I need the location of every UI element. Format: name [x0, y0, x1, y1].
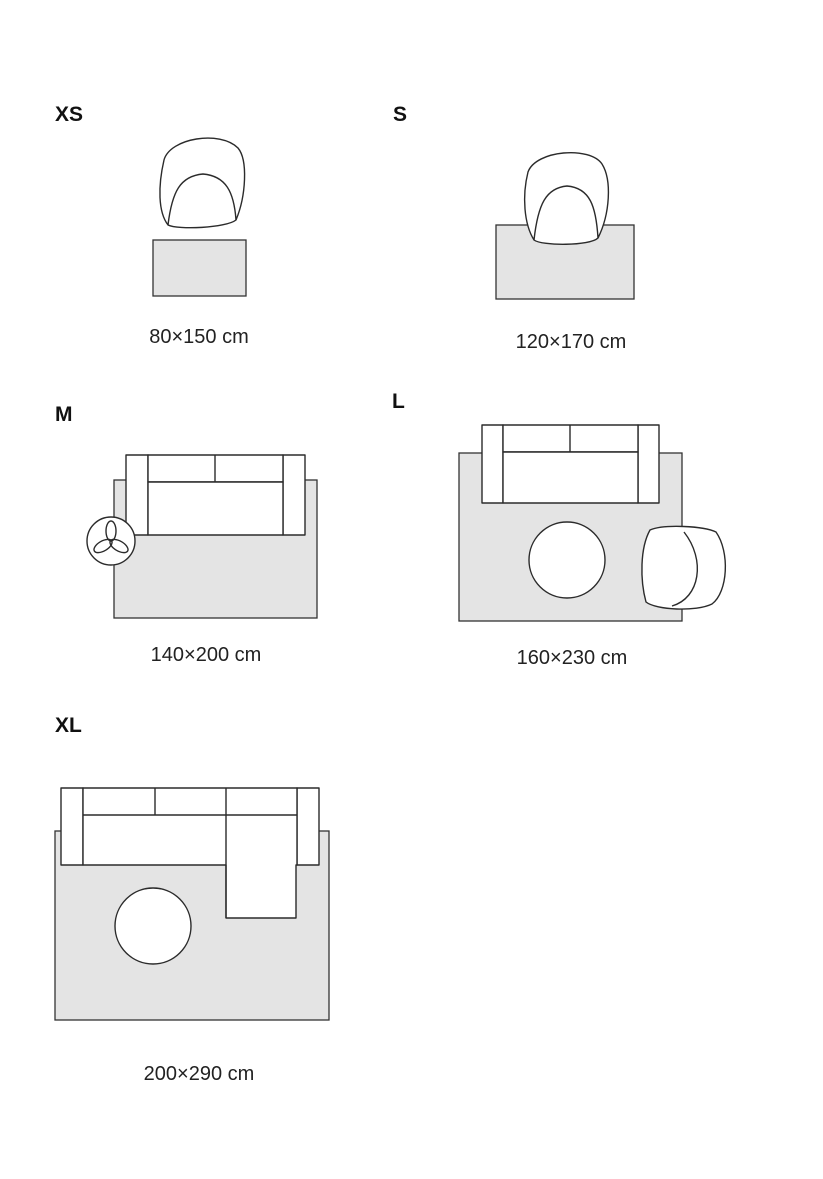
size-s-dimensions: 120×170 cm	[516, 331, 627, 353]
size-m-panel: M 140×200 cm	[55, 403, 318, 666]
corner-sofa-icon	[60, 787, 320, 919]
size-xs-label: XS	[55, 103, 83, 126]
plant-icon	[86, 516, 136, 566]
size-xs-panel: XS 80×150 cm	[55, 103, 249, 348]
size-l-label: L	[392, 390, 405, 413]
sofa-icon	[481, 424, 660, 504]
size-xl-dimensions: 200×290 cm	[144, 1063, 255, 1085]
armchair-icon	[159, 137, 246, 229]
size-l-dimensions: 160×230 cm	[517, 647, 628, 669]
armchair-icon	[523, 152, 610, 245]
size-xl-label: XL	[55, 714, 82, 737]
size-xs-dimensions: 80×150 cm	[149, 326, 249, 348]
size-m-dimensions: 140×200 cm	[151, 644, 262, 666]
size-s-panel: S 120×170 cm	[393, 103, 635, 353]
rug-xs	[152, 239, 247, 297]
armchair-icon	[641, 525, 726, 610]
round-table-icon	[114, 887, 192, 965]
size-xl-panel: XL 200×290 cm	[54, 714, 330, 1085]
size-m-label: M	[55, 403, 73, 426]
sofa-icon	[125, 454, 306, 536]
size-l-panel: L 160×230 cm	[392, 390, 726, 669]
size-s-label: S	[393, 103, 407, 126]
round-table-icon	[528, 521, 606, 599]
